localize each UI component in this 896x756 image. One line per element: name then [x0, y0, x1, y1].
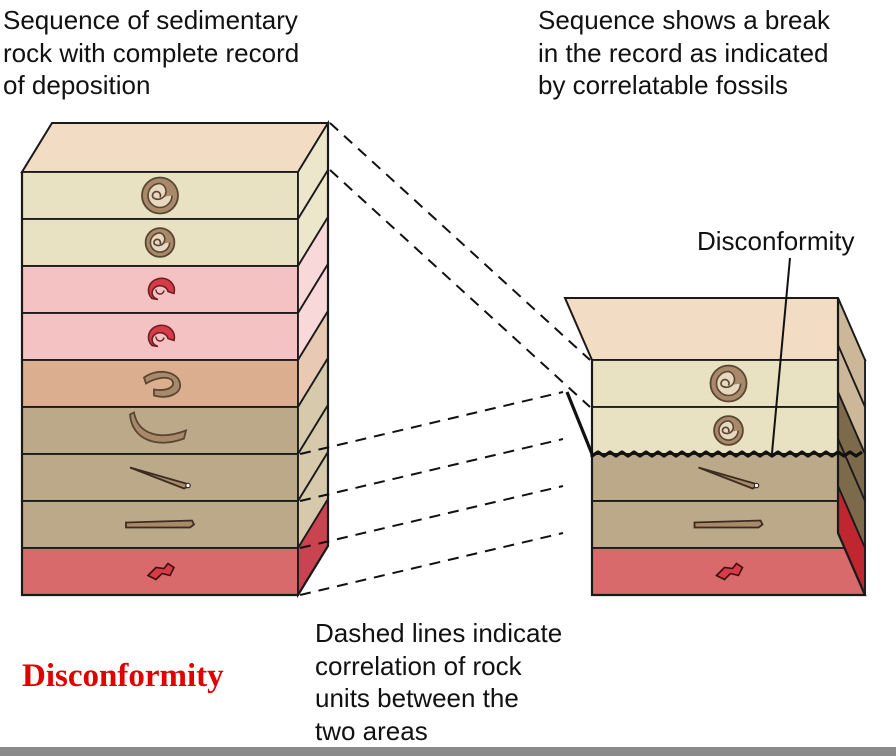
- fossil-red-fragment-icon: [715, 562, 744, 581]
- layer-front-face: [21, 359, 299, 408]
- fossil-curved-horn-icon: [129, 411, 188, 444]
- block-top-face: [20, 122, 330, 173]
- fossil-coiled-ammonite-large-icon: [709, 364, 748, 403]
- correlation-dashed-line: [329, 122, 591, 361]
- correlation-dashed-line: [329, 169, 591, 408]
- bottom-bar: [0, 747, 896, 756]
- fossil-red-fragment-icon: [146, 562, 176, 581]
- fossil-coiled-shell-icon: [147, 324, 176, 348]
- fossil-coiled-ammonite-large-icon: [141, 176, 179, 215]
- block-outline: [590, 298, 867, 597]
- fossil-straight-cone-icon: [129, 466, 191, 490]
- correlation-dashed-line: [299, 485, 564, 549]
- rock-layer: [591, 297, 866, 408]
- left-block-caption: Sequence of sedimentary rock with comple…: [3, 5, 300, 100]
- right-rock-block: [563, 297, 867, 597]
- correlation-dashed-line: [299, 532, 564, 596]
- right-block-caption: Sequence shows a break in the record as …: [538, 5, 830, 100]
- page-title: Disconformity: [22, 658, 224, 694]
- rock-layer: [591, 344, 866, 455]
- rock-layer: [21, 354, 329, 458]
- disconformity-pointer-line: [771, 257, 791, 454]
- rock-layer: [21, 448, 329, 552]
- rock-layer: [21, 119, 329, 223]
- correlation-dashed-line: [299, 391, 564, 455]
- layer-front-face: [21, 312, 299, 361]
- rock-layer: [21, 307, 329, 411]
- fossil-blade-icon: [693, 519, 764, 529]
- correlation-lines: [299, 122, 591, 596]
- fossil-coiled-ammonite-small-icon: [713, 415, 744, 446]
- dashed-lines-caption: Dashed lines indicate correlation of roc…: [315, 618, 563, 746]
- block-outline: [20, 123, 330, 597]
- disconformity-label: Disconformity: [697, 226, 855, 256]
- layer-front-face: [21, 406, 299, 455]
- fossil-partly-coiled-shell-icon: [147, 277, 176, 301]
- fossil-hook-shell-icon: [142, 370, 181, 398]
- layer-front-face: [21, 265, 299, 314]
- rock-layer: [21, 213, 329, 317]
- fossil-straight-cone-icon: [698, 466, 760, 490]
- fossil-blade-icon: [125, 519, 196, 529]
- disconformity-surface: [565, 391, 863, 458]
- pointer-line: [771, 257, 791, 454]
- block-top-face: [563, 297, 867, 361]
- fossil-coiled-ammonite-small-icon: [144, 227, 176, 258]
- correlation-dashed-line: [299, 438, 564, 502]
- rock-layer: [21, 495, 329, 599]
- left-rock-block: [20, 119, 330, 599]
- rock-layer: [21, 401, 329, 505]
